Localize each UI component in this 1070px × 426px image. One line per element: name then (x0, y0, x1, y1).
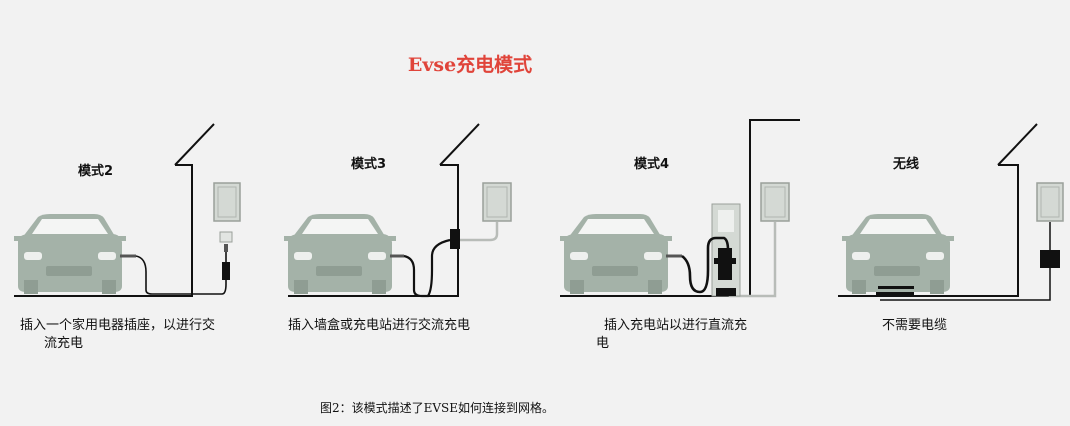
description-mode3: 插入墙盒或充电站进行交流充电 (288, 317, 470, 335)
in-cable-control-box (222, 262, 230, 280)
socket-icon (219, 231, 233, 243)
car-icon (560, 214, 672, 294)
building-outline (749, 119, 800, 296)
description-line: 插入墙盒或充电站进行交流充电 (288, 318, 471, 333)
car-icon (14, 214, 126, 294)
description-line: 流充电 (44, 336, 84, 351)
panel-mode2 (14, 123, 241, 297)
description-wireless: 不需要电缆 (882, 317, 947, 335)
electrical-panel-icon (760, 182, 790, 222)
mode-label-wireless: 无线 (893, 157, 920, 172)
description-line: 电 (596, 336, 610, 351)
panel-mode3 (284, 123, 512, 298)
mode-label-mode3: 模式3 (351, 157, 387, 172)
grid-wire (458, 222, 499, 242)
mode-label-mode2: 模式2 (78, 164, 114, 179)
induction-pad-ground (876, 292, 914, 295)
house-outline (14, 123, 215, 297)
charging-cable (403, 238, 451, 298)
mode-label-mode4: 模式4 (634, 157, 670, 172)
description-line: 插入充电站以进行直流充 (604, 318, 748, 333)
panel-wireless (838, 123, 1064, 301)
dc-charging-station-icon (711, 203, 741, 297)
induction-pad-vehicle (878, 286, 914, 289)
description-line: 不需要电缆 (882, 318, 948, 333)
house-outline (838, 123, 1038, 297)
electrical-panel-icon (482, 182, 512, 222)
charging-cable (135, 255, 227, 295)
wireless-charger-unit-icon (1040, 250, 1060, 268)
car-icon (842, 214, 954, 294)
description-line: 插入一个家用电器插座，以进行交 (20, 318, 216, 333)
car-icon (284, 214, 396, 294)
description-mode2: 插入一个家用电器插座，以进行交 流充电 (20, 317, 215, 353)
charging-cable (681, 236, 730, 294)
page-title: Evse充电模式 (407, 54, 533, 76)
figure-caption: 图2：该模式描述了EVSE如何连接到网格。 (320, 401, 555, 415)
description-mode4: 插入充电站以进行直流充 电 (596, 317, 747, 353)
wallbox-icon (450, 229, 460, 249)
panel-mode4 (560, 119, 800, 298)
